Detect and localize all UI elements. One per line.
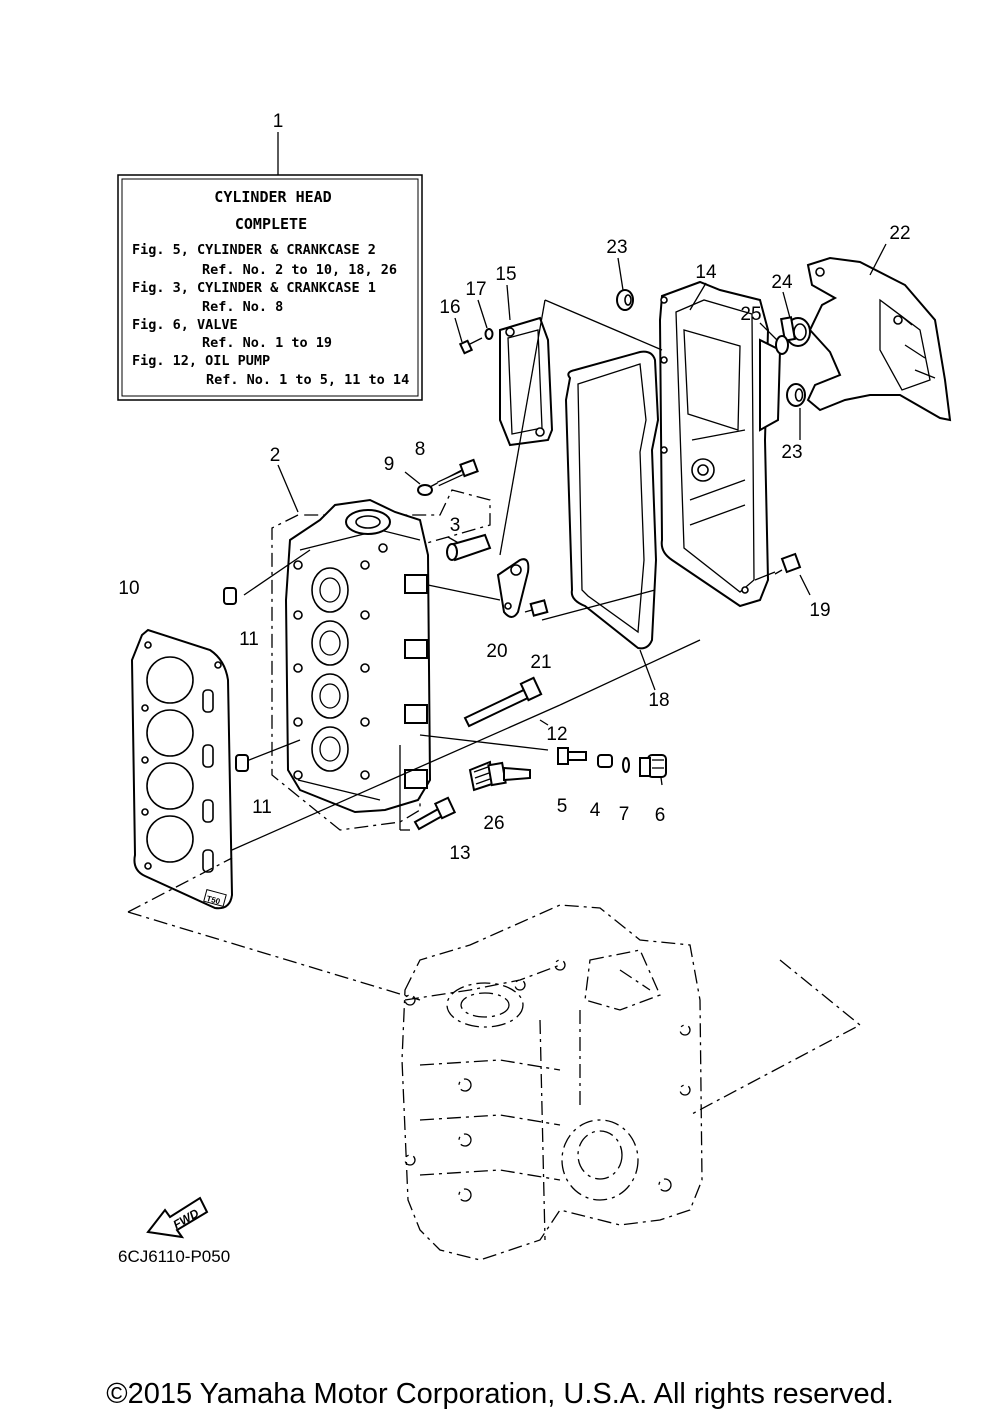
info-box-line: Ref. No. 1 to 19 — [202, 335, 332, 351]
bolt-12-part — [463, 676, 543, 728]
bolt-19-part — [774, 552, 802, 575]
diagram-code: 6CJ6110-P050 — [118, 1247, 230, 1266]
callout-19: 19 — [809, 600, 830, 621]
info-box-line: Fig. 5, CYLINDER & CRANKCASE 2 — [132, 242, 376, 258]
callout-23-lower: 23 — [781, 442, 802, 463]
callout-7: 7 — [619, 804, 630, 825]
callout-21: 21 — [530, 652, 551, 673]
callout-10: 10 — [118, 578, 139, 599]
callout-4: 4 — [590, 800, 601, 821]
cylinder-head-part — [271, 489, 491, 831]
cylinder-block-part — [127, 857, 862, 1261]
info-box-line: Fig. 12, OIL PUMP — [132, 353, 270, 369]
grommet-23-lower-part — [786, 383, 806, 407]
callout-25: 25 — [740, 304, 761, 325]
collar-4-part — [597, 754, 613, 768]
bolt-16-part — [458, 337, 483, 355]
head-gasket-part: T50 — [130, 628, 234, 910]
callout-24: 24 — [771, 272, 793, 293]
callout-18: 18 — [648, 690, 669, 711]
fwd-arrow-icon: FWD — [146, 1196, 209, 1239]
info-box-line: Ref. No. 2 to 10, 18, 26 — [202, 262, 397, 278]
washer-17-part — [484, 328, 494, 340]
bolt-5-part — [557, 747, 587, 765]
gasket-mark: T50 — [205, 894, 221, 906]
info-box: CYLINDER HEAD COMPLETE Fig. 5, CYLINDER … — [117, 132, 423, 401]
callout-20: 20 — [486, 641, 507, 662]
grommet-23-upper-part — [616, 289, 634, 311]
info-box-line: Fig. 6, VALVE — [132, 317, 238, 333]
callout-16: 16 — [439, 297, 460, 318]
info-box-line: Ref. No. 1 to 5, 11 to 14 — [206, 372, 409, 388]
callout-14: 14 — [695, 262, 717, 283]
plug-6-part — [639, 754, 667, 778]
callout-2: 2 — [270, 445, 281, 466]
bolt-8-part — [436, 458, 479, 487]
pipe-3-part — [446, 533, 492, 562]
info-box-title-1: CYLINDER HEAD — [214, 188, 331, 206]
o-ring-25-part — [775, 335, 789, 355]
thermostat-cover-part — [806, 256, 952, 422]
bolt-21-part — [524, 599, 549, 617]
info-box-line: Fig. 3, CYLINDER & CRANKCASE 1 — [132, 280, 376, 296]
plate-20-part — [496, 558, 530, 618]
callout-13: 13 — [449, 843, 470, 864]
callout-12: 12 — [546, 724, 567, 745]
callout-5: 5 — [557, 796, 568, 817]
washer-9-part — [417, 484, 433, 496]
callout-15: 15 — [495, 264, 516, 285]
dowel-pin-11-upper-part — [223, 587, 237, 605]
thermostat-24-part — [780, 316, 811, 347]
callout-17: 17 — [465, 279, 486, 300]
exhaust-gasket-part — [564, 350, 660, 650]
bolt-13-part — [413, 796, 457, 831]
dowel-pin-11-lower-part — [235, 754, 249, 772]
info-box-line: Ref. No. 8 — [202, 299, 283, 315]
callout-9: 9 — [384, 454, 395, 475]
callout-6: 6 — [655, 805, 666, 826]
copyright-notice: ©2015 Yamaha Motor Corporation, U.S.A. A… — [106, 1378, 894, 1410]
callout-22: 22 — [889, 223, 910, 244]
callout-1: 1 — [273, 111, 284, 132]
exhaust-cover-part — [658, 280, 782, 608]
callout-3: 3 — [450, 515, 461, 536]
info-box-title-2: COMPLETE — [235, 215, 307, 233]
callout-11-lower: 11 — [252, 797, 272, 818]
spark-plug-26-part — [468, 760, 531, 792]
callout-26: 26 — [483, 813, 504, 834]
cover-gasket-part — [499, 316, 554, 447]
callout-23-upper: 23 — [606, 237, 627, 258]
callout-11-upper: 11 — [239, 629, 259, 650]
callout-8: 8 — [415, 439, 426, 460]
o-ring-7-part — [622, 757, 630, 773]
callout-labels: 1 2 3 4 5 6 7 8 9 10 11 11 12 13 14 15 1… — [118, 111, 910, 864]
